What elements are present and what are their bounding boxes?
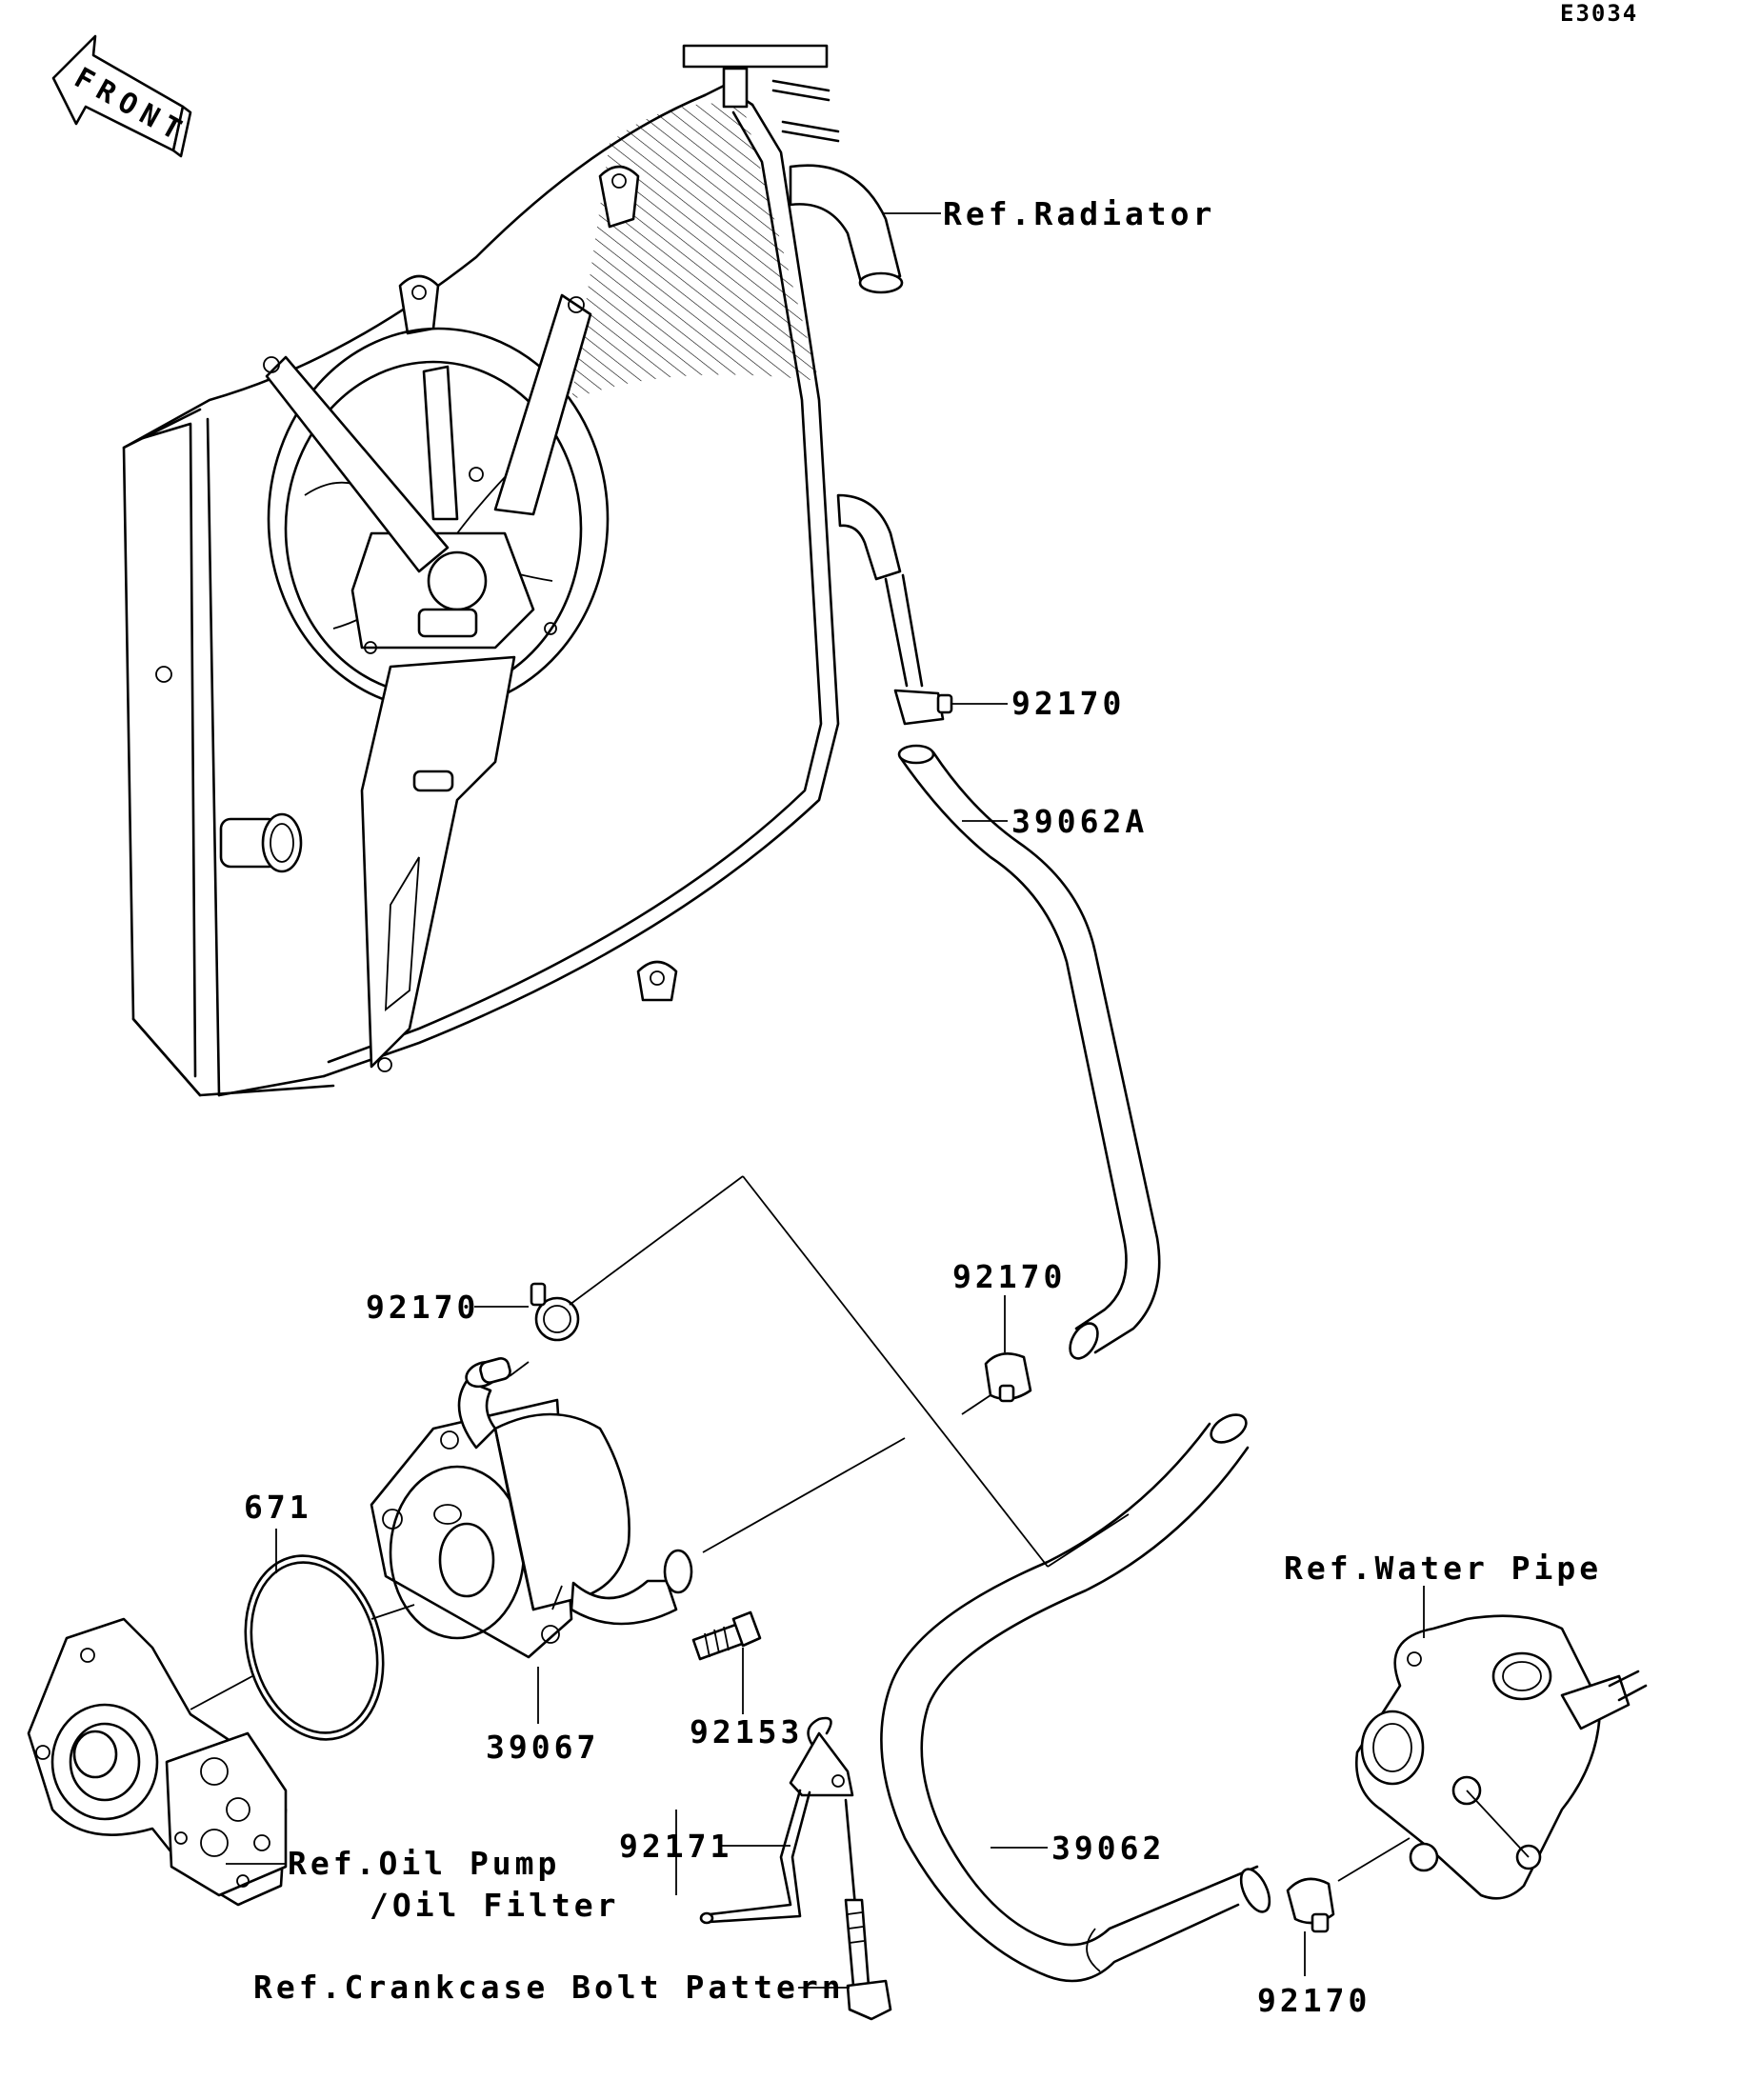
label-bolt: 92153 — [690, 1713, 803, 1750]
label-ref-radiator: Ref.Radiator — [943, 195, 1215, 232]
label-hose-lower: 39062 — [1051, 1830, 1165, 1867]
bracket — [699, 1716, 854, 1925]
label-ref-water-pipe: Ref.Water Pipe — [1284, 1550, 1602, 1587]
bolt — [691, 1610, 762, 1661]
o-ring — [244, 1554, 385, 1741]
label-oring: 671 — [244, 1489, 312, 1526]
label-oil-cooler: 39067 — [486, 1729, 599, 1766]
clamp-bottom — [1286, 1877, 1335, 1933]
label-ref-oil-pump: Ref.Oil Pump — [288, 1845, 560, 1882]
crankcase-bolt — [844, 1798, 892, 2021]
water-pump — [1355, 1614, 1648, 1900]
label-clamp-cooler: 92170 — [366, 1289, 479, 1326]
label-clamp-mid: 92170 — [952, 1258, 1066, 1295]
radiator — [122, 44, 953, 1097]
front-arrow-icon: FRONT — [51, 34, 193, 158]
oil-pump-housing — [27, 1617, 288, 1907]
label-ref-crankcase: Ref.Crankcase Bolt Pattern — [253, 1969, 845, 2006]
diagram-code: E3034 — [1560, 0, 1638, 27]
hose-39062a — [897, 744, 1161, 1360]
label-hose-upper: 39062A — [1011, 803, 1148, 840]
clamp-cooler — [530, 1282, 580, 1342]
label-bracket: 92171 — [619, 1828, 732, 1865]
clamp-mid — [984, 1352, 1032, 1403]
oil-cooler — [370, 1356, 693, 1659]
label-clamp-top: 92170 — [1011, 685, 1125, 722]
hose-39062 — [880, 1413, 1271, 1983]
label-ref-oil-filter: /Oil Filter — [370, 1887, 620, 1924]
leader-lines — [190, 212, 1425, 1989]
label-clamp-bottom: 92170 — [1257, 1982, 1371, 2019]
